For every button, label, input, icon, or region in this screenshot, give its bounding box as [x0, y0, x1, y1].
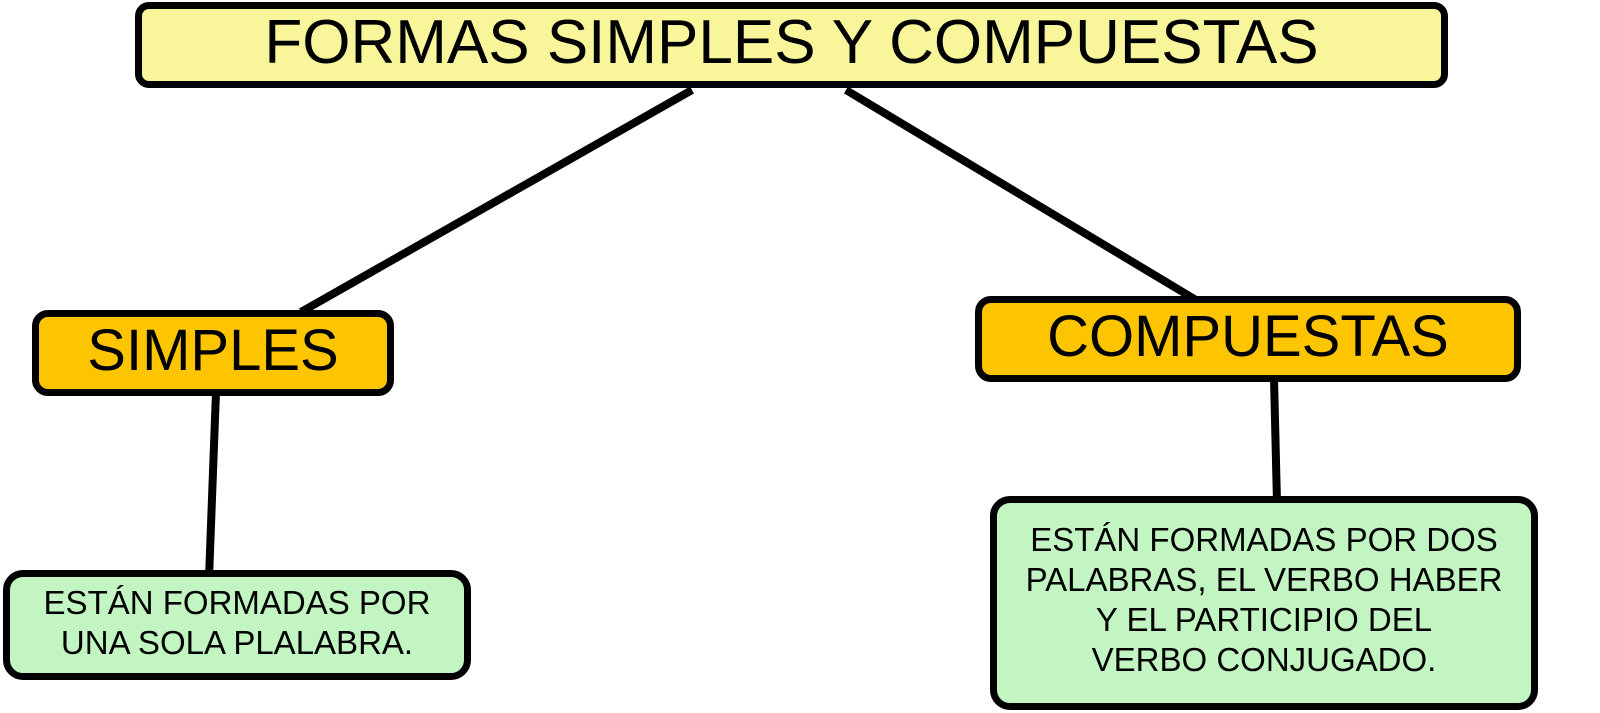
connector-root-to-compuestas — [843, 86, 1199, 304]
connector-root-to-simples — [299, 86, 694, 316]
leaf-node-description-simples[interactable]: ESTÁN FORMADAS POR UNA SOLA PLALABRA. — [3, 570, 471, 680]
branch-node-compuestas[interactable]: COMPUESTAS — [975, 296, 1521, 382]
root-node-formas-simples-y-compuestas[interactable]: FORMAS SIMPLES Y COMPUESTAS — [135, 2, 1448, 88]
branch-node-simples[interactable]: SIMPLES — [32, 310, 394, 396]
connector-compuestas-to-description — [1270, 377, 1281, 504]
leaf-node-description-compuestas[interactable]: ESTÁN FORMADAS POR DOS PALABRAS, EL VERB… — [990, 496, 1538, 710]
connector-simples-to-description — [205, 391, 220, 579]
